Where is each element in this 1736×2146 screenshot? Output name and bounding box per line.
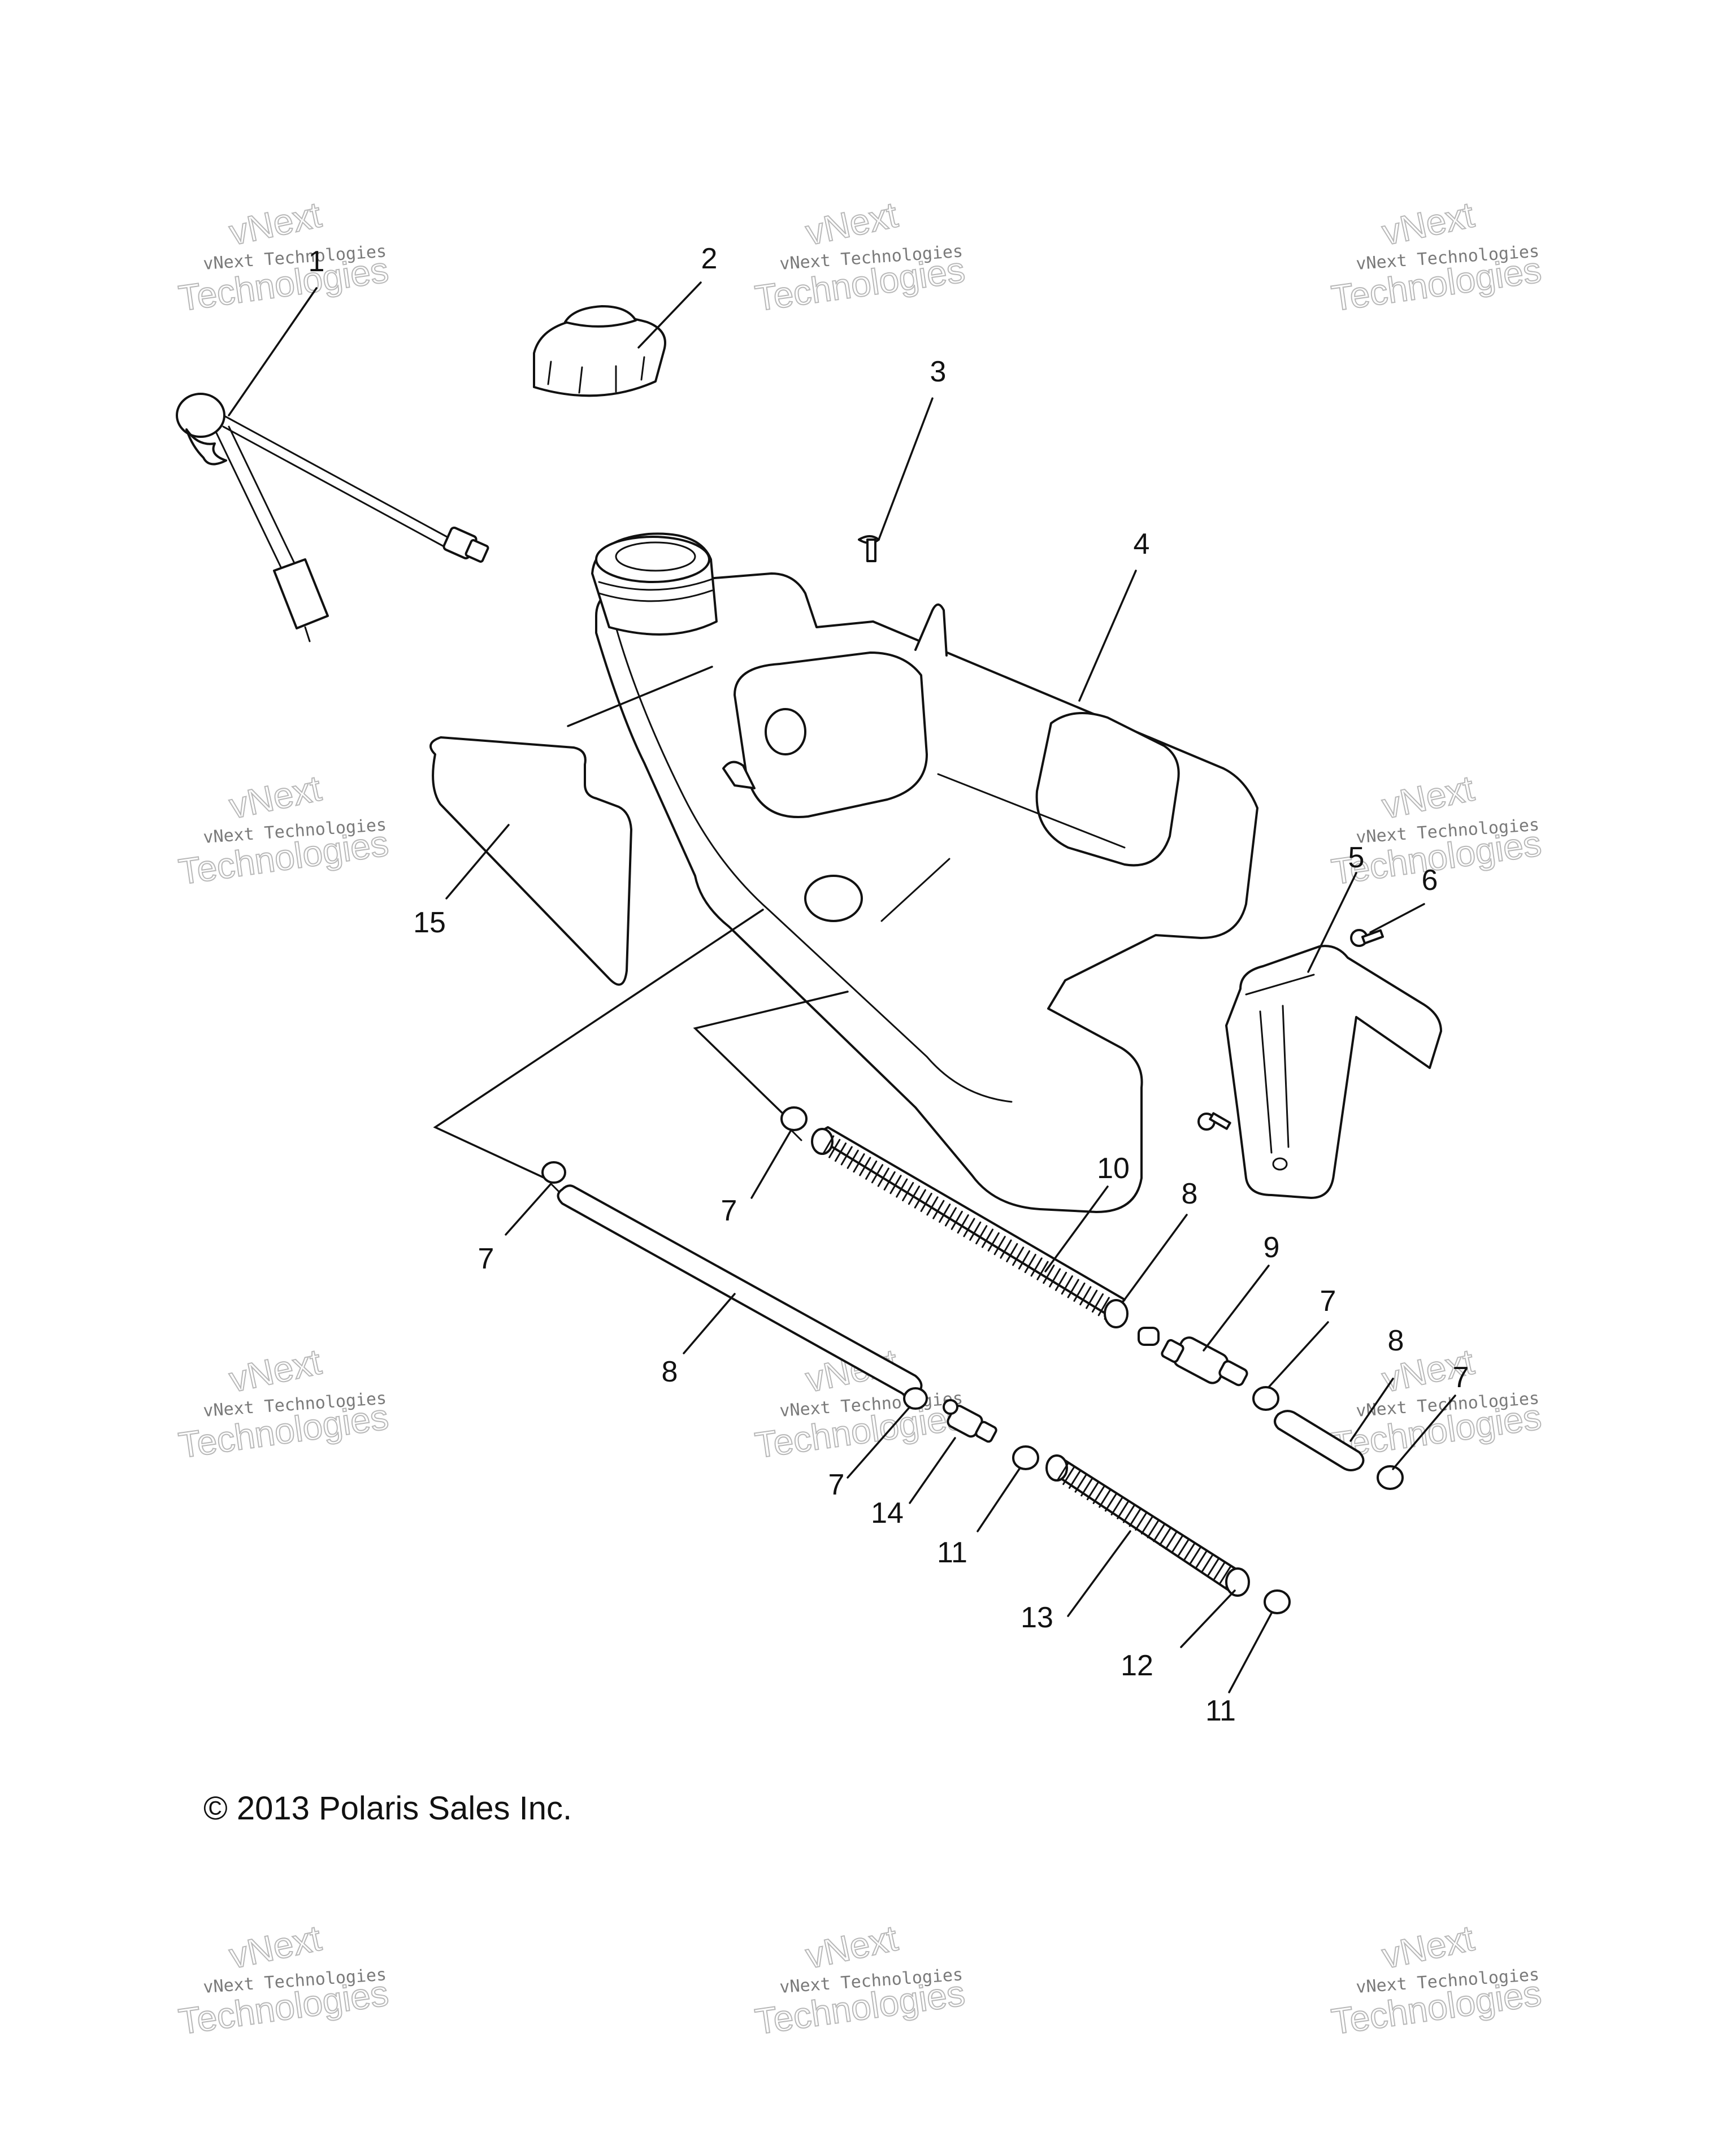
callout-7: 7	[721, 1194, 737, 1227]
watermark-arc-text: vNext	[1378, 194, 1477, 253]
callout-6: 6	[1422, 864, 1438, 897]
watermark-arc-text: vNext	[1378, 1918, 1477, 1976]
callout-8: 8	[1182, 1178, 1198, 1210]
clamp-part-7	[780, 1106, 808, 1141]
clamp-part-11	[1264, 1589, 1291, 1614]
watermark-arc-text: vNext	[225, 194, 324, 253]
clamp-part-7	[1252, 1386, 1279, 1411]
watermark-arc-text: vNext	[1378, 768, 1477, 827]
callout-4: 4	[1134, 528, 1150, 561]
screw-part-3	[858, 535, 880, 562]
fuel-cap-part-2	[533, 305, 666, 397]
callout-8: 8	[1388, 1324, 1404, 1357]
watermark-arc-text: vNext	[225, 1341, 324, 1400]
callout-7: 7	[1320, 1285, 1336, 1318]
hose-part-8	[557, 1184, 923, 1397]
clamp-part-7	[541, 1161, 566, 1193]
callout-8: 8	[662, 1356, 678, 1388]
clamp-part-11	[1012, 1445, 1039, 1470]
callout-9: 9	[1264, 1231, 1280, 1264]
callout-5: 5	[1348, 841, 1365, 874]
fitting-part-14	[943, 1399, 997, 1443]
callout-leaders	[228, 281, 1456, 1693]
fuel-tank-part-4	[595, 572, 1258, 1213]
check-valve-part-9	[1161, 1336, 1248, 1387]
callout-7: 7	[478, 1243, 494, 1275]
callout-2: 2	[701, 242, 718, 275]
bracket-part-5	[1225, 945, 1442, 1199]
copyright-text: © 2013 Polaris Sales Inc.	[203, 1790, 572, 1827]
hose-part-8	[1274, 1410, 1365, 1471]
watermark-arc-text: vNext	[802, 1918, 901, 1976]
callout-11: 11	[1205, 1695, 1236, 1727]
callout-numbers: 1 2 3 4 5 6 7 7 7 7 7 7 8 8 8 8 9 10 11 …	[309, 242, 1469, 1727]
watermark-arc-text: vNext	[802, 194, 901, 253]
callout-3: 3	[930, 355, 947, 388]
callout-14: 14	[871, 1497, 904, 1530]
tank-filler-neck	[591, 532, 718, 636]
clamp-part-7	[903, 1387, 928, 1410]
screw-part-6	[1197, 929, 1385, 1131]
callout-1: 1	[309, 245, 325, 278]
callout-15: 15	[413, 906, 446, 939]
clamp-small	[1138, 1327, 1160, 1346]
corrugated-hose-part-13	[1045, 1454, 1250, 1597]
callout-10: 10	[1097, 1152, 1130, 1185]
callout-11: 11	[937, 1536, 967, 1569]
watermark-arc-text: vNext	[225, 768, 324, 827]
hose-routing-lines	[433, 909, 849, 1182]
watermark-arc-text: vNext	[225, 1918, 324, 1976]
fuel-sender-part-1	[176, 393, 489, 642]
callout-12: 12	[1121, 1649, 1153, 1682]
clamp-part-7	[1377, 1465, 1404, 1490]
callout-7: 7	[828, 1469, 845, 1501]
pad-part-15	[429, 736, 632, 986]
callout-7: 7	[1453, 1361, 1469, 1394]
callout-13: 13	[1021, 1601, 1053, 1634]
